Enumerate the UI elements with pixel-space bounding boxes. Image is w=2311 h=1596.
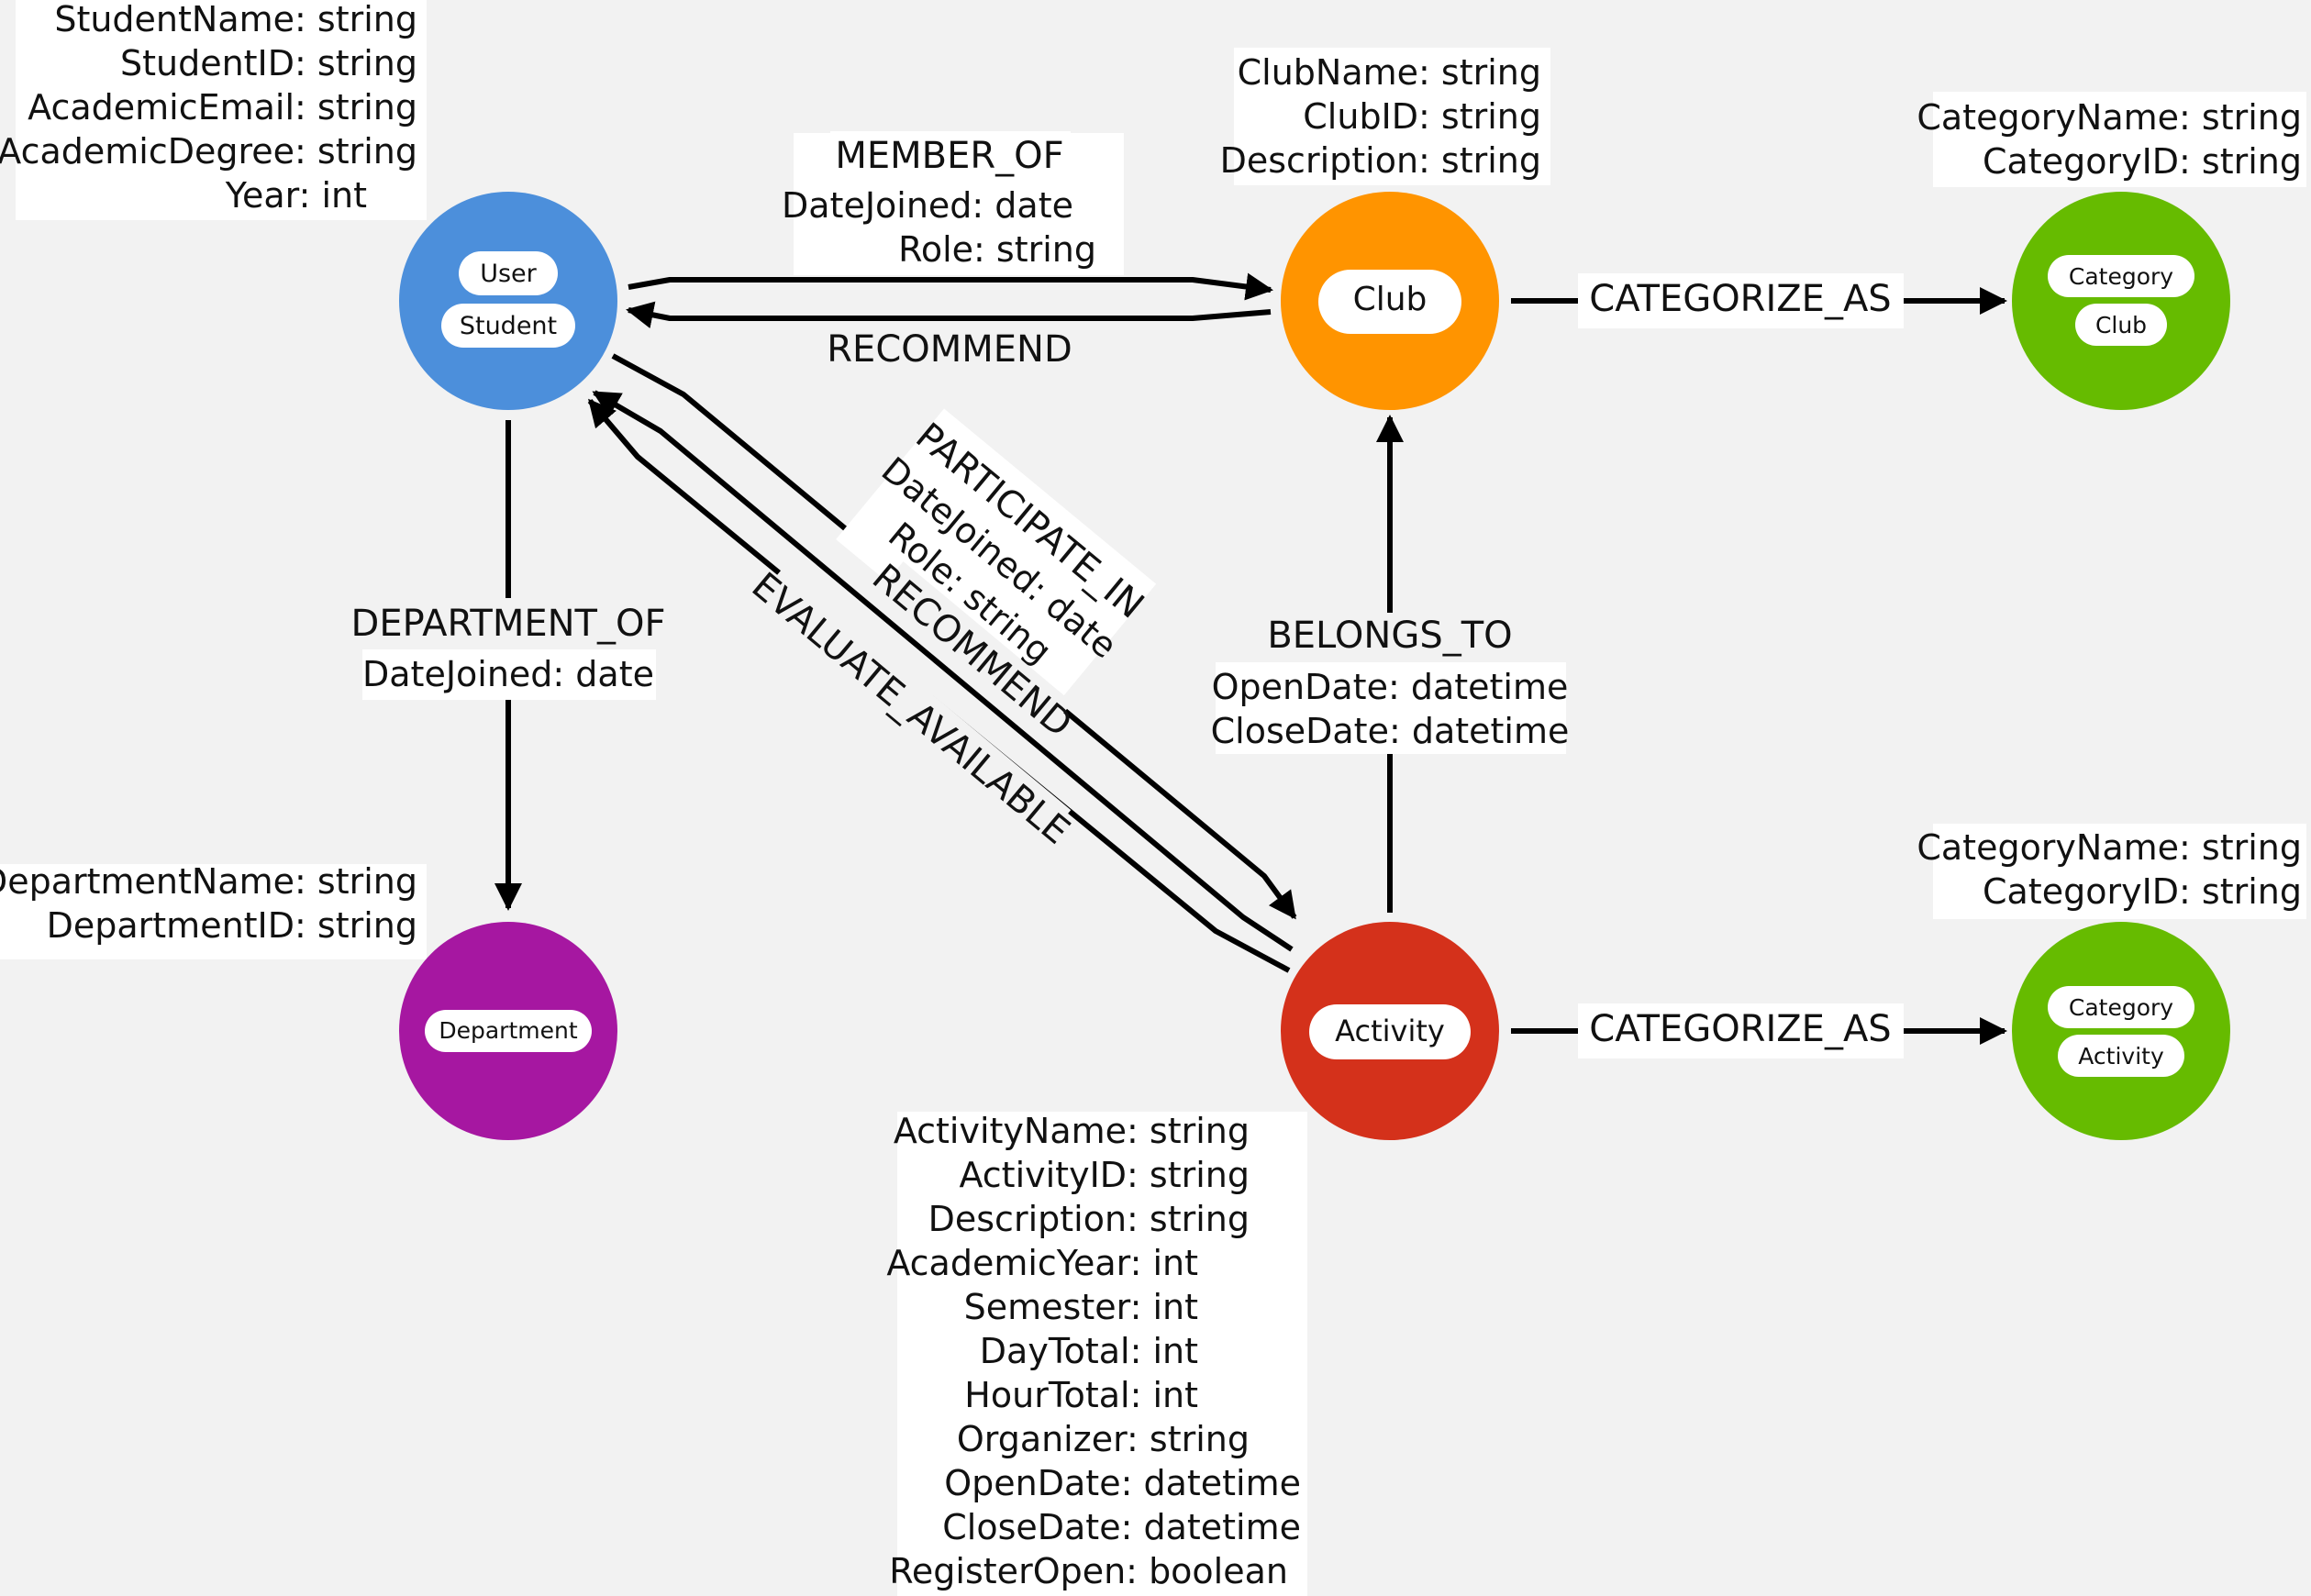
- user-property: AcademicDegree: string: [0, 131, 417, 172]
- member-of-arrow[interactable]: [628, 272, 1273, 301]
- member-of-prop: Role: string: [898, 229, 1096, 270]
- categorize-club-name: CATEGORIZE_AS: [1589, 278, 1891, 320]
- category-club-property: CategoryName: string: [1917, 97, 2302, 138]
- user-property: Year: int: [225, 175, 367, 216]
- recommend-club-name: RECOMMEND: [827, 328, 1072, 371]
- activity-property: Semester: int: [964, 1287, 1198, 1327]
- recommend-club-arrow[interactable]: [626, 301, 1272, 329]
- activity-property: ActivityName: string: [894, 1111, 1250, 1151]
- node-label-department: Department: [439, 1017, 577, 1044]
- club-property: ClubID: string: [1303, 96, 1541, 137]
- category-club-node[interactable]: Category Club: [2012, 192, 2230, 410]
- user-node[interactable]: User Student: [399, 192, 617, 410]
- belongs-to-prop: CloseDate: datetime: [1211, 711, 1570, 751]
- activity-property: Description: string: [928, 1199, 1250, 1239]
- activity-property: HourTotal: int: [964, 1375, 1198, 1415]
- category-activity-node[interactable]: Category Activity: [2012, 922, 2230, 1140]
- department-of-name: DEPARTMENT_OF: [351, 603, 666, 645]
- activity-property: AcademicYear: int: [886, 1243, 1198, 1283]
- department-node[interactable]: Department: [399, 922, 617, 1140]
- department-property: DepartmentID: string: [47, 905, 417, 946]
- node-label-user: User: [480, 260, 537, 288]
- node-label-activity: Activity: [1335, 1014, 1445, 1048]
- node-label-club: Club: [1353, 281, 1428, 318]
- node-label-category: Category: [2069, 263, 2173, 290]
- user-property: StudentName: string: [54, 0, 417, 39]
- activity-property: OpenDate: datetime: [944, 1463, 1301, 1503]
- nodes: User Student Club Category Club Departme…: [399, 192, 2230, 1140]
- club-property: Description: string: [1220, 140, 1541, 181]
- activity-property: RegisterOpen: boolean: [889, 1551, 1288, 1591]
- categorize-activity-name: CATEGORIZE_AS: [1589, 1008, 1891, 1050]
- user-property: AcademicEmail: string: [28, 87, 417, 127]
- relationship-lines: [494, 272, 2007, 1045]
- category-club-property: CategoryID: string: [1983, 141, 2302, 182]
- department-property: DepartmentName: string: [0, 861, 417, 902]
- activity-property: ActivityID: string: [959, 1155, 1250, 1195]
- activity-property: DayTotal: int: [980, 1331, 1198, 1371]
- activity-node[interactable]: Activity: [1281, 922, 1499, 1140]
- node-label-club: Club: [2095, 312, 2147, 338]
- club-property: ClubName: string: [1238, 52, 1541, 93]
- member-of-prop: DateJoined: date: [782, 185, 1073, 226]
- club-node[interactable]: Club: [1281, 192, 1499, 410]
- department-of-prop: DateJoined: date: [362, 654, 654, 694]
- belongs-to-name: BELONGS_TO: [1267, 615, 1512, 657]
- category-activity-property: CategoryID: string: [1983, 871, 2302, 912]
- recommend-activity-arrow[interactable]: [592, 390, 1294, 952]
- member-of-name: MEMBER_OF: [835, 135, 1063, 177]
- user-property: StudentID: string: [120, 43, 417, 83]
- node-label-activity: Activity: [2078, 1043, 2164, 1070]
- activity-property: CloseDate: datetime: [942, 1507, 1301, 1547]
- activity-property: Organizer: string: [957, 1419, 1250, 1459]
- node-label-category: Category: [2069, 994, 2173, 1021]
- category-activity-property: CategoryName: string: [1917, 827, 2302, 868]
- node-label-student: Student: [460, 312, 557, 340]
- belongs-to-prop: OpenDate: datetime: [1212, 667, 1569, 707]
